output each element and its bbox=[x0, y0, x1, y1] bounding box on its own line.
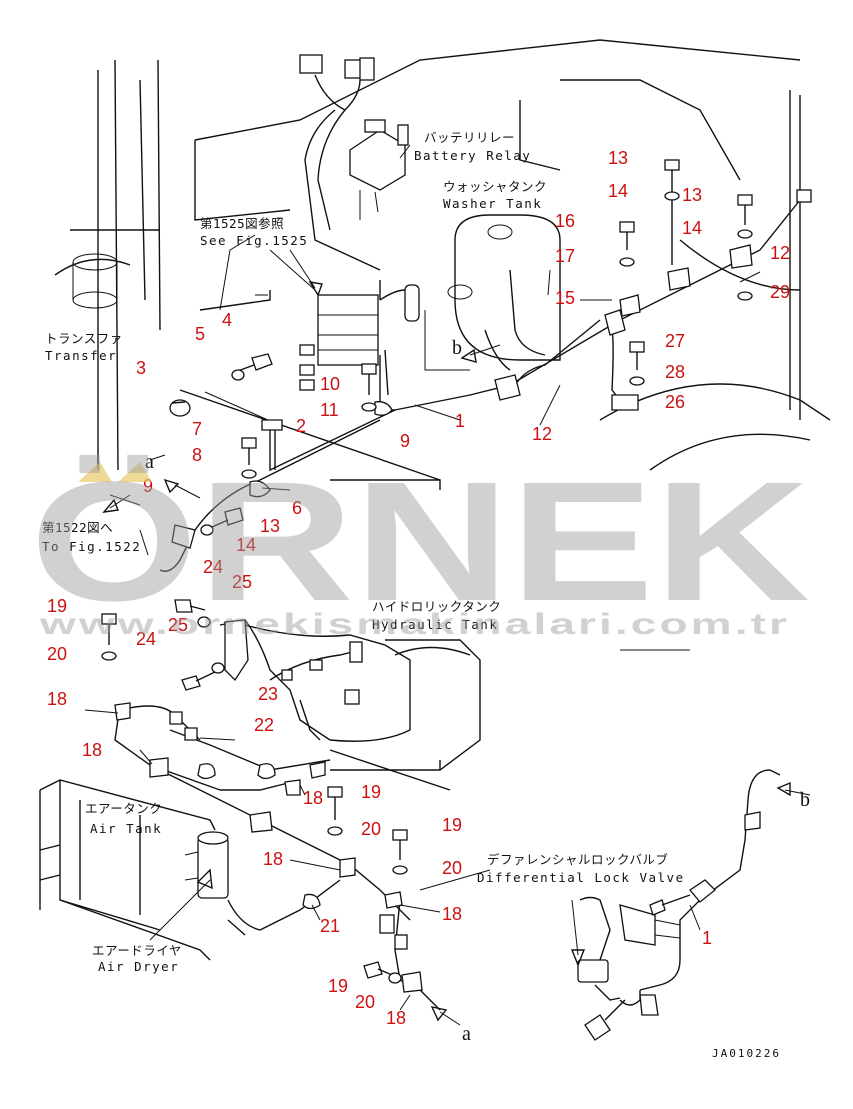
see-fig-label-jp: 第1525図参照 bbox=[200, 216, 284, 231]
callout: 20 bbox=[361, 819, 381, 839]
callout: 19 bbox=[328, 976, 348, 996]
transfer-label-jp: トランスファ bbox=[45, 331, 123, 346]
callout: 12 bbox=[532, 424, 552, 444]
callout: 17 bbox=[555, 246, 575, 266]
callout: 29 bbox=[770, 282, 790, 302]
to-fig-label-en: To Fig.1522 bbox=[42, 539, 141, 554]
callout: 13 bbox=[608, 148, 628, 168]
leader-lines bbox=[84, 144, 761, 1011]
callout: 9 bbox=[143, 476, 153, 496]
callout: 10 bbox=[320, 374, 340, 394]
washer-tank-label-en: Washer Tank bbox=[443, 196, 542, 211]
hydraulic-tank-label-jp: ハイドロリックタンク bbox=[372, 599, 501, 614]
battery-relay-label-en: Battery Relay bbox=[414, 148, 531, 163]
callout: 8 bbox=[192, 445, 202, 465]
arrow-letter-b-left: b bbox=[452, 337, 462, 359]
to-fig-label-jp: 第1522図へ bbox=[42, 520, 113, 535]
callout: 24 bbox=[136, 629, 156, 649]
arrow-letter-a-bottom: a bbox=[462, 1023, 471, 1045]
callout: 20 bbox=[355, 992, 375, 1012]
callout: 11 bbox=[320, 400, 339, 420]
callout: 24 bbox=[203, 557, 223, 577]
callout: 9 bbox=[400, 431, 410, 451]
callout: 1 bbox=[455, 411, 465, 431]
callout: 18 bbox=[82, 740, 102, 760]
callout: 26 bbox=[665, 392, 685, 412]
callout: 3 bbox=[136, 358, 146, 378]
callout: 23 bbox=[258, 684, 278, 704]
callout: 25 bbox=[168, 615, 188, 635]
diff-lock-label-jp: デファレンシャルロックバルブ bbox=[487, 852, 668, 867]
callout: 27 bbox=[665, 331, 685, 351]
callout: 12 bbox=[770, 243, 790, 263]
air-tank-label-en: Air Tank bbox=[90, 821, 162, 836]
drawing-code: JA010226 bbox=[712, 1047, 781, 1060]
callout: 15 bbox=[555, 288, 575, 308]
callout: 18 bbox=[263, 849, 283, 869]
callout: 14 bbox=[682, 218, 702, 238]
callout: 16 bbox=[555, 211, 575, 231]
washer-tank-label-jp: ウォッシャタンク bbox=[443, 179, 547, 194]
fasteners bbox=[101, 159, 753, 984]
callout: 6 bbox=[292, 498, 302, 518]
callout: 13 bbox=[682, 185, 702, 205]
callout: 4 bbox=[222, 310, 232, 330]
harness bbox=[114, 54, 812, 1041]
battery-relay-label-jp: バッテリリレー bbox=[424, 130, 515, 145]
callout: 20 bbox=[442, 858, 462, 878]
arrow-letter-b-right: b bbox=[800, 789, 810, 811]
callout: 19 bbox=[47, 596, 67, 616]
callout: 2 bbox=[296, 416, 306, 436]
direction-arrows bbox=[102, 249, 811, 1026]
machine-structure bbox=[39, 39, 831, 961]
callout: 18 bbox=[47, 689, 67, 709]
callout: 14 bbox=[608, 181, 628, 201]
callout: 14 bbox=[236, 535, 256, 555]
air-dryer-label-jp: エアードライヤ bbox=[92, 943, 182, 958]
watermark: ÖRNEK www.ornekismakinalari.com.tr bbox=[30, 447, 810, 641]
callout: 28 bbox=[665, 362, 685, 382]
callout: 21 bbox=[320, 916, 340, 936]
arrow-letter-a-top: a bbox=[145, 451, 154, 473]
callout: 18 bbox=[442, 904, 462, 924]
callout: 19 bbox=[361, 782, 381, 802]
callout: 25 bbox=[232, 572, 252, 592]
hydraulic-tank-label-en: Hydraulic Tank bbox=[372, 617, 498, 632]
callout: 13 bbox=[260, 516, 280, 536]
air-dryer-label-en: Air Dryer bbox=[98, 959, 179, 974]
callout: 18 bbox=[303, 788, 323, 808]
callout: 20 bbox=[47, 644, 67, 664]
callout: 5 bbox=[195, 324, 205, 344]
watermark-accent-icon bbox=[78, 462, 152, 482]
component-labels: バッテリリレー Battery Relay ウォッシャタンク Washer Ta… bbox=[42, 130, 810, 1060]
callout: 19 bbox=[442, 815, 462, 835]
diff-lock-label-en: Differential Lock Valve bbox=[477, 870, 685, 885]
callout: 18 bbox=[386, 1008, 406, 1028]
air-tank-label-jp: エアータンク bbox=[85, 801, 162, 816]
see-fig-label-en: See Fig.1525 bbox=[200, 233, 308, 248]
watermark-brand: ÖRNEK bbox=[30, 447, 810, 637]
callout: 22 bbox=[254, 715, 274, 735]
watermark-url: www.ornekismakinalari.com.tr bbox=[38, 608, 790, 641]
part-callouts: 13 14 13 14 16 12 17 15 29 4 5 27 28 3 1… bbox=[47, 148, 790, 1028]
transfer-label-en: Transfer bbox=[45, 348, 117, 363]
callout: 7 bbox=[192, 419, 202, 439]
callout: 1 bbox=[702, 928, 712, 948]
